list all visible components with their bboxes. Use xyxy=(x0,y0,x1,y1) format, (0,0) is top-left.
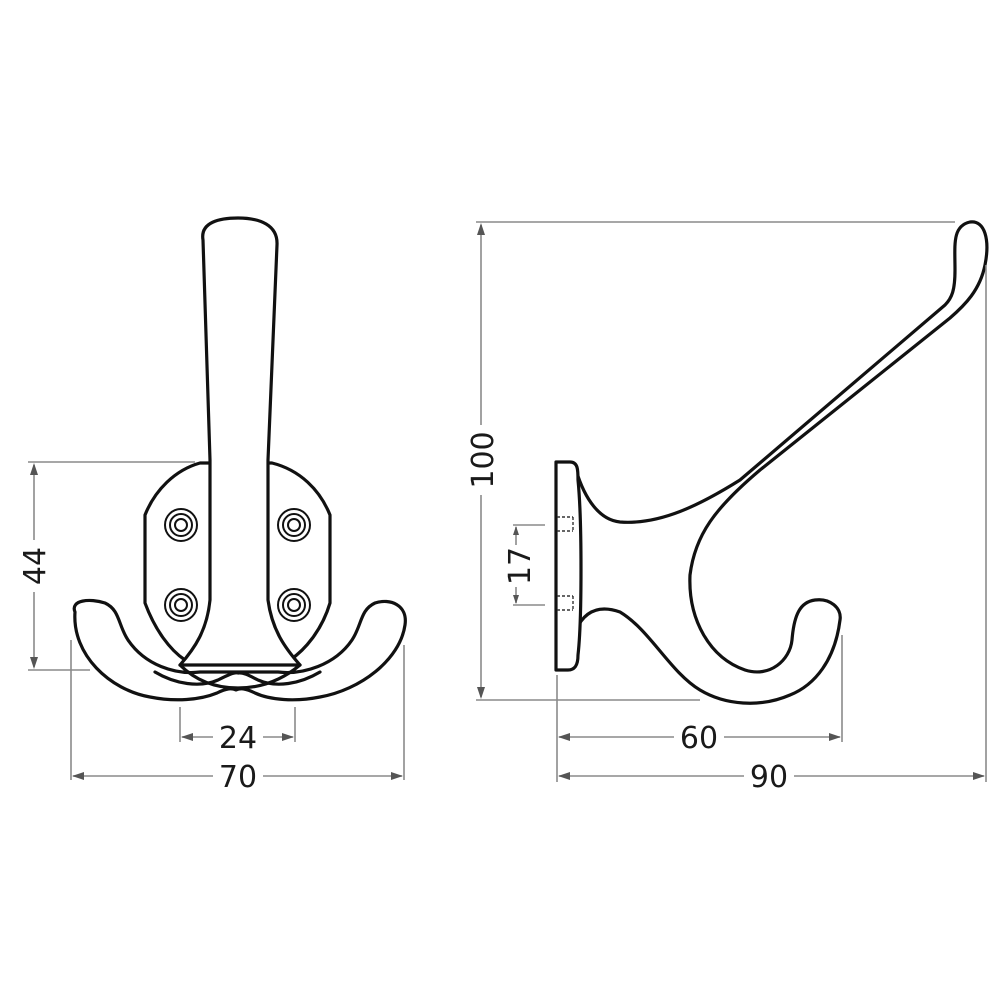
screw-hole-icon xyxy=(164,508,198,542)
screw-hole-icon xyxy=(164,588,198,622)
front-view: 44 24 70 xyxy=(18,216,407,795)
front-upper-arm xyxy=(178,216,302,667)
screw-hole-icon xyxy=(277,508,311,542)
front-screw-holes xyxy=(164,508,311,622)
side-hidden-screw-lines xyxy=(557,516,574,611)
screw-hole-icon xyxy=(277,588,311,622)
front-hook-inner-line xyxy=(153,670,322,686)
dim-label-44: 44 xyxy=(18,547,53,585)
dimension-70: 70 xyxy=(70,640,405,795)
side-wall-plate xyxy=(554,460,583,672)
dimension-100: 100 xyxy=(463,221,955,701)
side-hook-body xyxy=(574,220,989,705)
dim-label-70: 70 xyxy=(219,760,257,795)
dimension-44: 44 xyxy=(18,461,195,671)
dim-label-60: 60 xyxy=(680,721,718,756)
dimension-90: 90 xyxy=(558,265,987,795)
dim-label-17: 17 xyxy=(503,547,538,585)
dim-label-24: 24 xyxy=(219,721,257,756)
front-arm-join xyxy=(178,663,302,690)
dimension-60: 60 xyxy=(556,635,843,782)
side-view: 100 17 60 90 xyxy=(463,220,989,795)
dimension-24: 24 xyxy=(179,707,296,756)
dim-label-100: 100 xyxy=(466,431,501,488)
dimension-17: 17 xyxy=(503,524,545,606)
dim-label-90: 90 xyxy=(750,760,788,795)
